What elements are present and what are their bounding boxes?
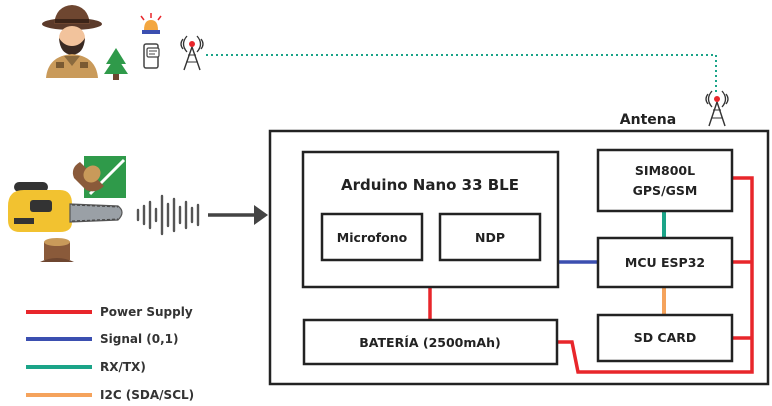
legend-label-i2c: I2C (SDA/SCL) (100, 388, 194, 402)
sound-wave-icon (136, 194, 200, 236)
ndp-label: NDP (475, 230, 505, 245)
antenna-tower-icon (180, 35, 204, 71)
chainsaw-icon (8, 182, 123, 232)
arrow-right-icon (208, 205, 268, 225)
ndp-block (438, 212, 542, 262)
tree-icon (104, 48, 128, 80)
phone-message-icon (143, 43, 160, 69)
device-enclosure (268, 129, 770, 386)
sim800l-block (596, 148, 734, 213)
microfono-label: Microfono (337, 230, 408, 245)
microfono-block (320, 212, 424, 262)
sim800l-label-line2: GPS/GSM (633, 183, 698, 198)
bateria-label: BATERÍA (2500mAh) (359, 335, 500, 350)
sd-card-block (596, 313, 734, 363)
legend-label-power: Power Supply (100, 305, 193, 319)
antenna-label: Antena (620, 112, 676, 128)
wireless-link (206, 54, 717, 92)
bateria-block (302, 318, 559, 366)
antenna-tower-icon (705, 90, 729, 127)
alarm-icon (140, 13, 162, 34)
legend: Power Supply Signal (0,1) RX/TX) I2C (SD… (26, 305, 194, 402)
arduino-label: Arduino Nano 33 BLE (341, 176, 519, 194)
power-bus (557, 176, 754, 374)
sd-card-label: SD CARD (634, 330, 697, 345)
stump-icon (40, 238, 74, 262)
mcu-label: MCU ESP32 (625, 255, 705, 270)
sim800l-label-line1: SIM800L (635, 163, 695, 178)
legend-label-rxtx: RX/TX) (100, 360, 146, 374)
legend-label-signal: Signal (0,1) (100, 332, 179, 346)
mcu-block (596, 236, 734, 289)
cut-tree-icon (72, 156, 126, 198)
ranger-icon (42, 5, 102, 78)
